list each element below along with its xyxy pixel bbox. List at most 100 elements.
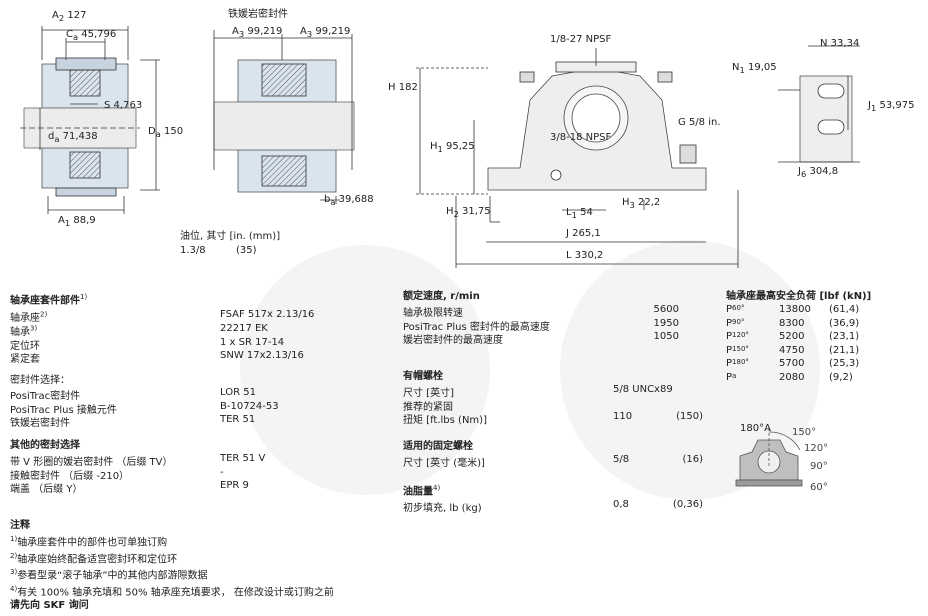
dim-a2: A2 127 (52, 10, 87, 23)
load-angle: 180° (732, 358, 749, 367)
oil-level-mm: (35) (236, 245, 257, 256)
cap-bolts-title: 有帽螺栓 (403, 371, 443, 382)
row-value-2 (673, 398, 703, 412)
row-label-sup: 2) (40, 311, 48, 319)
load-kn: (25,3) (829, 358, 860, 370)
dim-ca: Ca 45,796 (66, 29, 117, 42)
row-value: FSAF 517x 2.13/16 (220, 309, 315, 321)
fix-bolts-section: 适用的固定螺栓 尺寸 [英寸 (毫米)]5/8(16) (403, 440, 703, 469)
housing-section-drawing (20, 26, 160, 214)
load-p: P (726, 304, 733, 315)
table-row: 轴承座2)FSAF 517x 2.13/16 (10, 309, 370, 324)
technical-drawings (20, 26, 860, 268)
row-value-1: 0,8 (613, 499, 629, 511)
note-sup: 2) (10, 551, 18, 560)
table-row: 接触密封件 （后缀 -210）- (10, 467, 370, 482)
load-angle: a (732, 371, 737, 380)
row-value: EPR 9 (220, 480, 249, 492)
dim-G: G 5/8 in. (678, 117, 721, 128)
oil-level-inch: 1.3/8 (180, 245, 206, 256)
other-rows: 带 V 形圈的媛岩密封件 （后缀 TV） TER 51 V 接触密封件 （后缀 -2… (10, 452, 370, 496)
row-value-1: 110 (613, 411, 633, 423)
angle-150: 150° (792, 427, 817, 438)
row-label: 铁媛岩密封件 (10, 418, 70, 430)
dim-ba: ba 39,688 (324, 194, 374, 207)
row-value: TER 51 (220, 414, 256, 426)
row-label: 带 V 形圈的媛岩密封件 （后缀 TV） (10, 456, 173, 468)
load-p: P (726, 317, 733, 329)
fix-bolts-rows: 尺寸 [英寸 (毫米)]5/8(16) (403, 454, 703, 469)
row-label: 端盖 （后缀 Y） (10, 484, 83, 496)
row-value: TER 51 V (220, 452, 266, 464)
row-value-1 (613, 398, 673, 412)
dim-H: H 182 (388, 82, 418, 93)
grease-section: 油脂量4) 初步填充, lb (kg)0,8(0,36) (403, 481, 703, 515)
table-row: 推荐的紧固 (403, 398, 703, 413)
dim-H3: H3 22,2 (622, 197, 661, 210)
dim-a3-right: A3 99,219 (300, 26, 351, 39)
row-label: 推荐的紧固 (403, 401, 453, 413)
load-angle: 90° (732, 317, 745, 326)
notes-footer: 请先向 SKF 询问 (10, 600, 89, 612)
load-kn: (9,2) (829, 371, 853, 383)
row-label-text: 轴承 (10, 326, 30, 338)
load-kn: (21,1) (829, 344, 860, 356)
seal-drawing-title: 铁媛岩密封件 (228, 9, 288, 20)
row-value-1: 5/8 (613, 454, 630, 465)
row-value: 1050 (653, 331, 679, 343)
angle-180: 180°A (740, 423, 771, 434)
row-label: 轴承3) (10, 323, 220, 338)
row-value: B-10724-53 (220, 400, 279, 412)
table-row: 尺寸 [英寸 (毫米)]5/8(16) (403, 454, 703, 469)
dim-H1: H1 95,25 (430, 141, 475, 154)
row-label: 接触密封件 （后缀 -210） (10, 470, 130, 482)
table-row: 铁媛岩密封件 TER 51 (10, 414, 370, 430)
row-value: 1950 (653, 317, 679, 329)
table-row: 端盖 （后缀 Y） EPR 9 (10, 480, 370, 496)
note-item: 4)有关 100% 轴承充填和 50% 轴承座充填要求， 在修改设计或订购之前 (10, 583, 430, 600)
dim-N1: N1 19,05 (732, 62, 777, 75)
row-label: 紧定套 (10, 350, 220, 365)
row-value: 22217 EK (220, 322, 268, 334)
row-label: 轴承极限转速 (403, 308, 463, 319)
load-angle: 120° (732, 331, 749, 340)
load-p: P (726, 371, 733, 383)
dim-a1: A1 88,9 (58, 215, 96, 228)
load-lbf: 5200 (779, 331, 805, 343)
note-text: 轴承座套件中的部件也可单独订购 (17, 537, 168, 549)
notes-title: 注释 (10, 520, 30, 531)
row-label: 轴承座2) (10, 309, 220, 324)
note-text: 参看型录“滚子轴承”中的其他内部游隙数据 (17, 570, 208, 582)
row-label: PosiTrac Plus 密封件的最高速度 (403, 321, 550, 333)
fix-bolts-title: 适用的固定螺栓 (403, 441, 473, 452)
row-label-sup: 3) (30, 324, 38, 333)
row-value-2: (16) (682, 454, 703, 465)
angle-60: 60° (810, 482, 828, 493)
dim-L1: L1 54 (566, 207, 593, 220)
row-value: LOR 51 (220, 387, 256, 399)
load-kn: (61,4) (829, 304, 860, 315)
npsf-mid: 3/8-18 NPSF (550, 132, 612, 143)
grease-title: 油脂量4) (403, 484, 441, 498)
row-label: 初步填充, lb (kg) (403, 503, 482, 515)
note-sup: 1) (10, 535, 18, 543)
load-p: P (726, 358, 733, 370)
dim-J: J 265,1 (566, 228, 601, 239)
row-value-1: 5/8 UNCx89 (613, 384, 673, 395)
load-p: P (726, 344, 733, 356)
load-kn: (23,1) (829, 331, 860, 343)
base-slot-drawing (778, 45, 860, 163)
